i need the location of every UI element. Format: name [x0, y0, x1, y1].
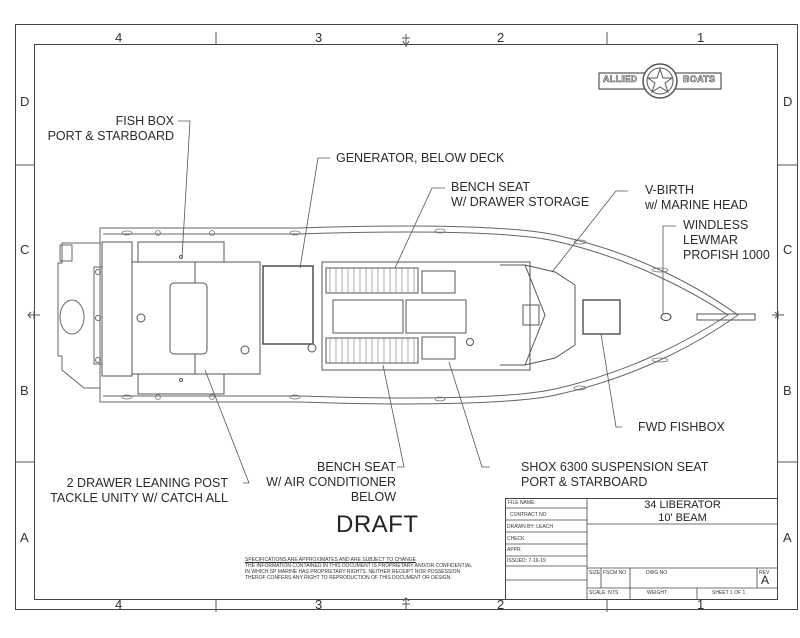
logo-text-allied: ALLIED	[603, 74, 638, 85]
zone-row-left-b: B	[20, 383, 29, 398]
callout-leaning-post: 2 DRAWER LEANING POST TACKLE UNITY W/ CA…	[50, 476, 228, 505]
bench-slats	[329, 268, 415, 363]
tb-check: CHECK	[507, 536, 525, 542]
logo-text-boats: BOATS	[683, 74, 716, 85]
callout-bench-ac: BENCH SEAT W/ AIR CONDITIONER BELOW	[266, 460, 396, 504]
tb-rev-label: REV	[759, 570, 770, 576]
zone-row-right-c: C	[783, 242, 793, 257]
zone-col-bottom-4: 4	[115, 597, 123, 612]
tb-size: SIZE	[589, 570, 601, 576]
tb-appr: APPR.	[507, 547, 523, 553]
generator-box	[262, 265, 314, 345]
zone-row-right-d: D	[783, 94, 793, 109]
zone-col-top-4: 4	[115, 30, 123, 45]
cabin-layout	[307, 261, 576, 371]
zone-row-left-d: D	[20, 94, 30, 109]
hull-outline	[99, 225, 739, 405]
callout-fish-box: FISH BOX PORT & STARBOARD	[47, 114, 174, 143]
tb-title: 34 LIBERATOR 10' BEAM	[644, 499, 721, 524]
tb-drawn-by: DRAWN BY: LEACH	[507, 524, 553, 530]
tb-rev: A	[761, 573, 770, 587]
zone-row-right-b: B	[783, 383, 792, 398]
callout-v-birth: V-BIRTH w/ MARINE HEAD	[645, 183, 748, 212]
draft-stamp: DRAFT	[336, 511, 419, 538]
zone-col-top-1: 1	[697, 30, 705, 45]
cockpit	[101, 241, 261, 395]
callout-shox-seat: SHOX 6300 SUSPENSION SEAT PORT & STARBOA…	[521, 460, 709, 489]
callout-windless: WINDLESS LEWMAR PROFISH 1000	[683, 218, 770, 262]
disclaimer: SPECIFICATIONS ARE APPROXIMATES AND ARE …	[245, 557, 473, 581]
tb-weight: WEIGHT	[647, 590, 667, 596]
zone-col-top-2: 2	[497, 30, 505, 45]
center-mark-icons	[27, 34, 784, 610]
zone-col-bottom-3: 3	[315, 597, 323, 612]
tb-fscm-no: FSCM NO	[603, 570, 627, 576]
zone-row-left-c: C	[20, 242, 30, 257]
zone-row-left-a: A	[20, 530, 29, 545]
callout-generator: GENERATOR, BELOW DECK	[336, 151, 505, 165]
zone-row-right-a: A	[783, 530, 792, 545]
title-block	[505, 498, 778, 600]
tb-sheet: SHEET 1 OF 1	[712, 590, 746, 596]
swim-platform	[57, 242, 103, 389]
anchor-roller	[696, 313, 756, 321]
tb-issued: ISSUED: 7-16-19	[507, 558, 546, 564]
allied-boats-logo: ALLIED BOATS	[597, 62, 723, 100]
leader-lines	[178, 120, 676, 484]
callout-fwd-fishbox: FWD FISHBOX	[638, 420, 725, 434]
zone-col-bottom-2: 2	[497, 597, 505, 612]
star-emblem-icon	[598, 63, 722, 99]
zone-col-bottom-1: 1	[697, 597, 705, 612]
fwd-fishbox-box	[582, 299, 621, 335]
zone-col-top-3: 3	[315, 30, 323, 45]
callout-bench-drawer: BENCH SEAT W/ DRAWER STORAGE	[451, 180, 590, 209]
tb-dwg-no: DWG NO	[646, 570, 668, 576]
windlass-icon	[660, 313, 672, 321]
tb-scale: SCALE: NTS	[589, 590, 619, 596]
tb-file-name: FILE NAME:	[508, 500, 536, 506]
tb-contract-no: CONTRACT NO	[510, 512, 547, 518]
